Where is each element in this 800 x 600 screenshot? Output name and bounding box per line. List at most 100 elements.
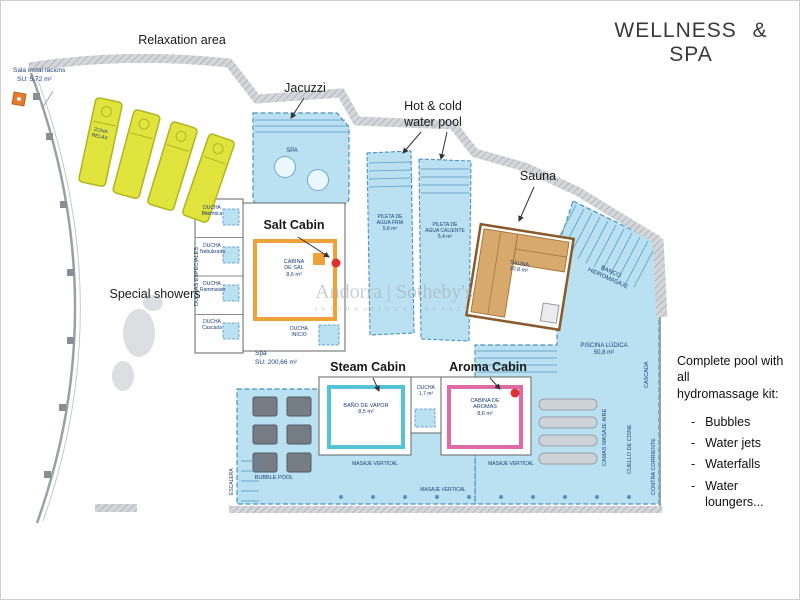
pool-kit-note: Complete pool with all hydromassage kit:… (677, 353, 799, 510)
aroma-cabin-label: Aroma Cabin (449, 360, 527, 374)
pool-steps (477, 350, 557, 373)
spa-area: SU: 200,66 m² (255, 358, 297, 366)
pool-kit-item: -Bubbles (677, 414, 799, 430)
ducha-rammasier-label: DUCHA Rammasier (200, 281, 226, 293)
cabina-aromas-label: CABINA DE AROMAS 8,6 m² (470, 398, 500, 417)
shower-pan (414, 408, 436, 428)
piscina-ludica-label: PISCINA LÚDICA 50,8 m² (580, 343, 628, 357)
masaje-vertical-label: MASAJE VERTICAL (488, 461, 534, 467)
pool-kit-heading: Complete pool with all hydromassage kit: (677, 354, 784, 401)
cold-plunge-pool (366, 150, 415, 336)
bano-vapor-label: BAÑO DE VAPOR 8,5 m² (343, 403, 389, 416)
pileta-fria-label: PILETA DE AGUA FRIA 5,6 m² (376, 214, 404, 232)
spa-name: Spa (255, 350, 267, 357)
hot-plunge-pool (418, 158, 472, 342)
spa-pool-label: SPA (286, 148, 298, 154)
masaje-vertical-label: MASAJE VERTICAL (420, 487, 466, 493)
decor-shapes (112, 295, 163, 391)
aroma-cabin-room (440, 376, 532, 456)
salt-cabin-label: Salt Cabin (263, 218, 325, 232)
relax-lounger (147, 121, 198, 211)
ducha-inicio-label: DUCHA INICIO (290, 326, 308, 338)
pool-kit-item: -Water jets (677, 435, 799, 451)
bottom-wall (229, 506, 662, 513)
bottom-wall-segment (95, 504, 137, 512)
curved-facade (29, 72, 77, 524)
ducha-nebulizada-label: DUCHA Nebulizada (200, 243, 226, 255)
right-wall (652, 238, 668, 318)
label-arrows (290, 97, 535, 392)
watermark-sub: INTERNATIONAL REALTY (314, 306, 474, 313)
steam-cabin-walls (327, 385, 405, 449)
cuello-cisne-label: CUELLO DE CISNE (627, 424, 633, 474)
relax-loungers (78, 97, 235, 223)
sauna-label: Sauna (519, 169, 557, 183)
jacuzzi-pool (252, 112, 350, 206)
contra-corriente-label: CONTRA CORRIENTE (651, 438, 657, 496)
pool-kit-item: -Waterfalls (677, 456, 799, 472)
bullet-dash: - (691, 436, 696, 450)
banco-hidromasaje-steps (553, 204, 657, 288)
spa-area-info: Spa SU: 200,66 m² (255, 350, 297, 368)
aroma-cabin-marker-dot (510, 388, 520, 398)
jacuzzi-label: Jacuzzi (284, 81, 326, 95)
aroma-cabin-walls (447, 385, 523, 449)
jacuzzi-tub (307, 169, 329, 191)
orange-marker (11, 91, 27, 107)
ducha-inicio-pan (318, 324, 340, 346)
bullet-dash: - (691, 414, 696, 429)
special-showers-rooms (194, 198, 244, 354)
pool-kit-item-label: Water loungers... (705, 478, 764, 509)
cascada-label: CASCADA (644, 361, 650, 389)
watermark-brand: Andorra | Sotheby's (315, 281, 473, 303)
special-showers-label: Special showers (109, 287, 201, 301)
air-massage-beds (538, 398, 598, 465)
salt-cabin-marker-dot (331, 258, 341, 268)
cabina-sal-label: CABINA DE SAL 8,6 m² (283, 259, 305, 278)
escalera-label: ESCALERA (229, 468, 235, 496)
sala-name: Sala instal·lacions (13, 67, 66, 74)
pileta-caliente-label: PILETA DE AGUA CALIENTE 5,4 m² (425, 222, 465, 240)
relax-lounger (182, 133, 235, 223)
relax-lounger (78, 97, 123, 187)
sala-area: SU: 5,72 m² (17, 75, 52, 83)
shower-pan (222, 208, 240, 226)
pool-kit-item-label: Bubbles (705, 414, 751, 429)
bullet-dash: - (691, 478, 696, 493)
salt-cabin-room (242, 202, 346, 352)
relaxation-area-label: Relaxation area (138, 33, 226, 47)
ducha-bitermica-label: DUCHA Bitérmica (201, 205, 223, 217)
water-jets (339, 495, 631, 499)
small-shower-room (410, 376, 442, 434)
sauna-heater (539, 302, 560, 324)
masaje-vertical-label: MASAJE VERTICAL (352, 461, 398, 467)
camas-masaje-label: CAMAS MASAJE AIRE (602, 408, 608, 466)
salt-cabin-walls (253, 239, 337, 321)
leader-line (42, 90, 54, 108)
shower-pan (222, 246, 240, 264)
facade-columns (33, 93, 74, 478)
jacuzzi-tub (274, 156, 296, 178)
pool-kit-item: -Water loungers... (677, 478, 799, 511)
steam-cabin-room (318, 376, 412, 456)
top-wall (28, 53, 662, 245)
page-title: WELLNESS & SPA (614, 19, 768, 66)
watermark: Andorra | Sotheby's INTERNATIONAL REALTY (269, 281, 519, 313)
hot-cold-pool-label: Hot & cold water pool (404, 99, 462, 129)
bubble-pool-label: BUBBLE POOL (254, 475, 294, 481)
pool-kit-item-label: Water jets (705, 436, 761, 450)
stairs-lines (241, 460, 259, 502)
steam-cabin-label: Steam Cabin (330, 360, 406, 374)
shower-pan (222, 284, 240, 302)
bullet-dash: - (691, 457, 696, 472)
walls (28, 53, 668, 524)
ducha-cascada-label: DUCHA Cascada (202, 319, 222, 331)
ducha-pequena-label: DUCHA 1,7 m² (417, 385, 435, 397)
relax-lounger (112, 109, 161, 200)
shower-pan (222, 322, 240, 340)
bubble-pool-seats (252, 396, 312, 473)
pool-kit-item-label: Waterfalls (705, 457, 761, 472)
sala-instalacions-info: Sala instal·lacions SU: 5,72 m² (13, 67, 65, 85)
